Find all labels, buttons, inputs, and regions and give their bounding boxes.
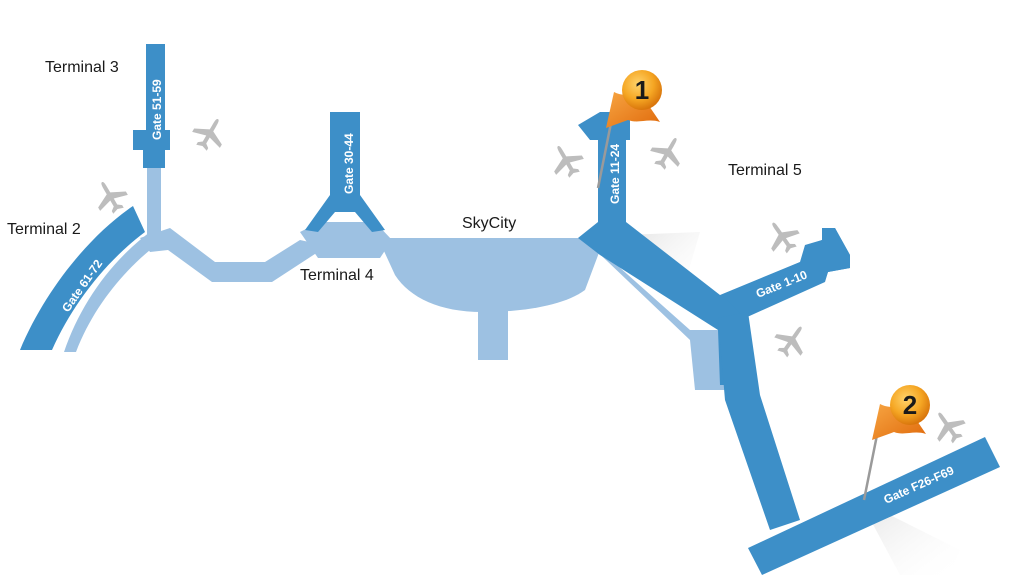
map-marker-2[interactable]: 2	[862, 385, 930, 501]
connector-corridors	[64, 160, 730, 390]
airplane-icon	[645, 130, 690, 175]
label-gate-30-44: Gate 30-44	[342, 133, 356, 194]
flag-icon	[606, 92, 660, 128]
airplane-icon	[925, 403, 971, 450]
flag-icon	[872, 404, 926, 440]
airplane-icon	[769, 317, 815, 364]
label-skycity: SkyCity	[462, 215, 516, 232]
airplane-icon	[187, 111, 232, 156]
label-terminal-2: Terminal 2	[7, 221, 81, 238]
gate-buildings	[20, 44, 1000, 575]
marker-number: 1	[635, 75, 649, 105]
concourse-terminal5-main	[578, 222, 850, 385]
concourse-gate-11-24	[578, 112, 630, 230]
label-gate-51-59: Gate 51-59	[150, 79, 164, 140]
map-marker-1[interactable]: 1	[596, 70, 662, 189]
label-terminal-4: Terminal 4	[300, 267, 374, 284]
airplane-icon	[544, 138, 589, 183]
label-gate-11-24: Gate 11-24	[608, 144, 622, 204]
concourse-trunk	[718, 312, 800, 530]
concourse-gate-1-10	[722, 228, 850, 318]
concourse-gate-30-44	[305, 112, 385, 232]
concourse-gate-51-59	[133, 44, 170, 168]
label-terminal-5: Terminal 5	[728, 162, 802, 179]
marker-number: 2	[903, 390, 917, 420]
concourse-gate-f26-f69	[748, 437, 1000, 575]
label-terminal-3: Terminal 3	[45, 59, 119, 76]
concourse-gate-61-72	[20, 206, 145, 350]
airplane-icon	[759, 213, 805, 260]
